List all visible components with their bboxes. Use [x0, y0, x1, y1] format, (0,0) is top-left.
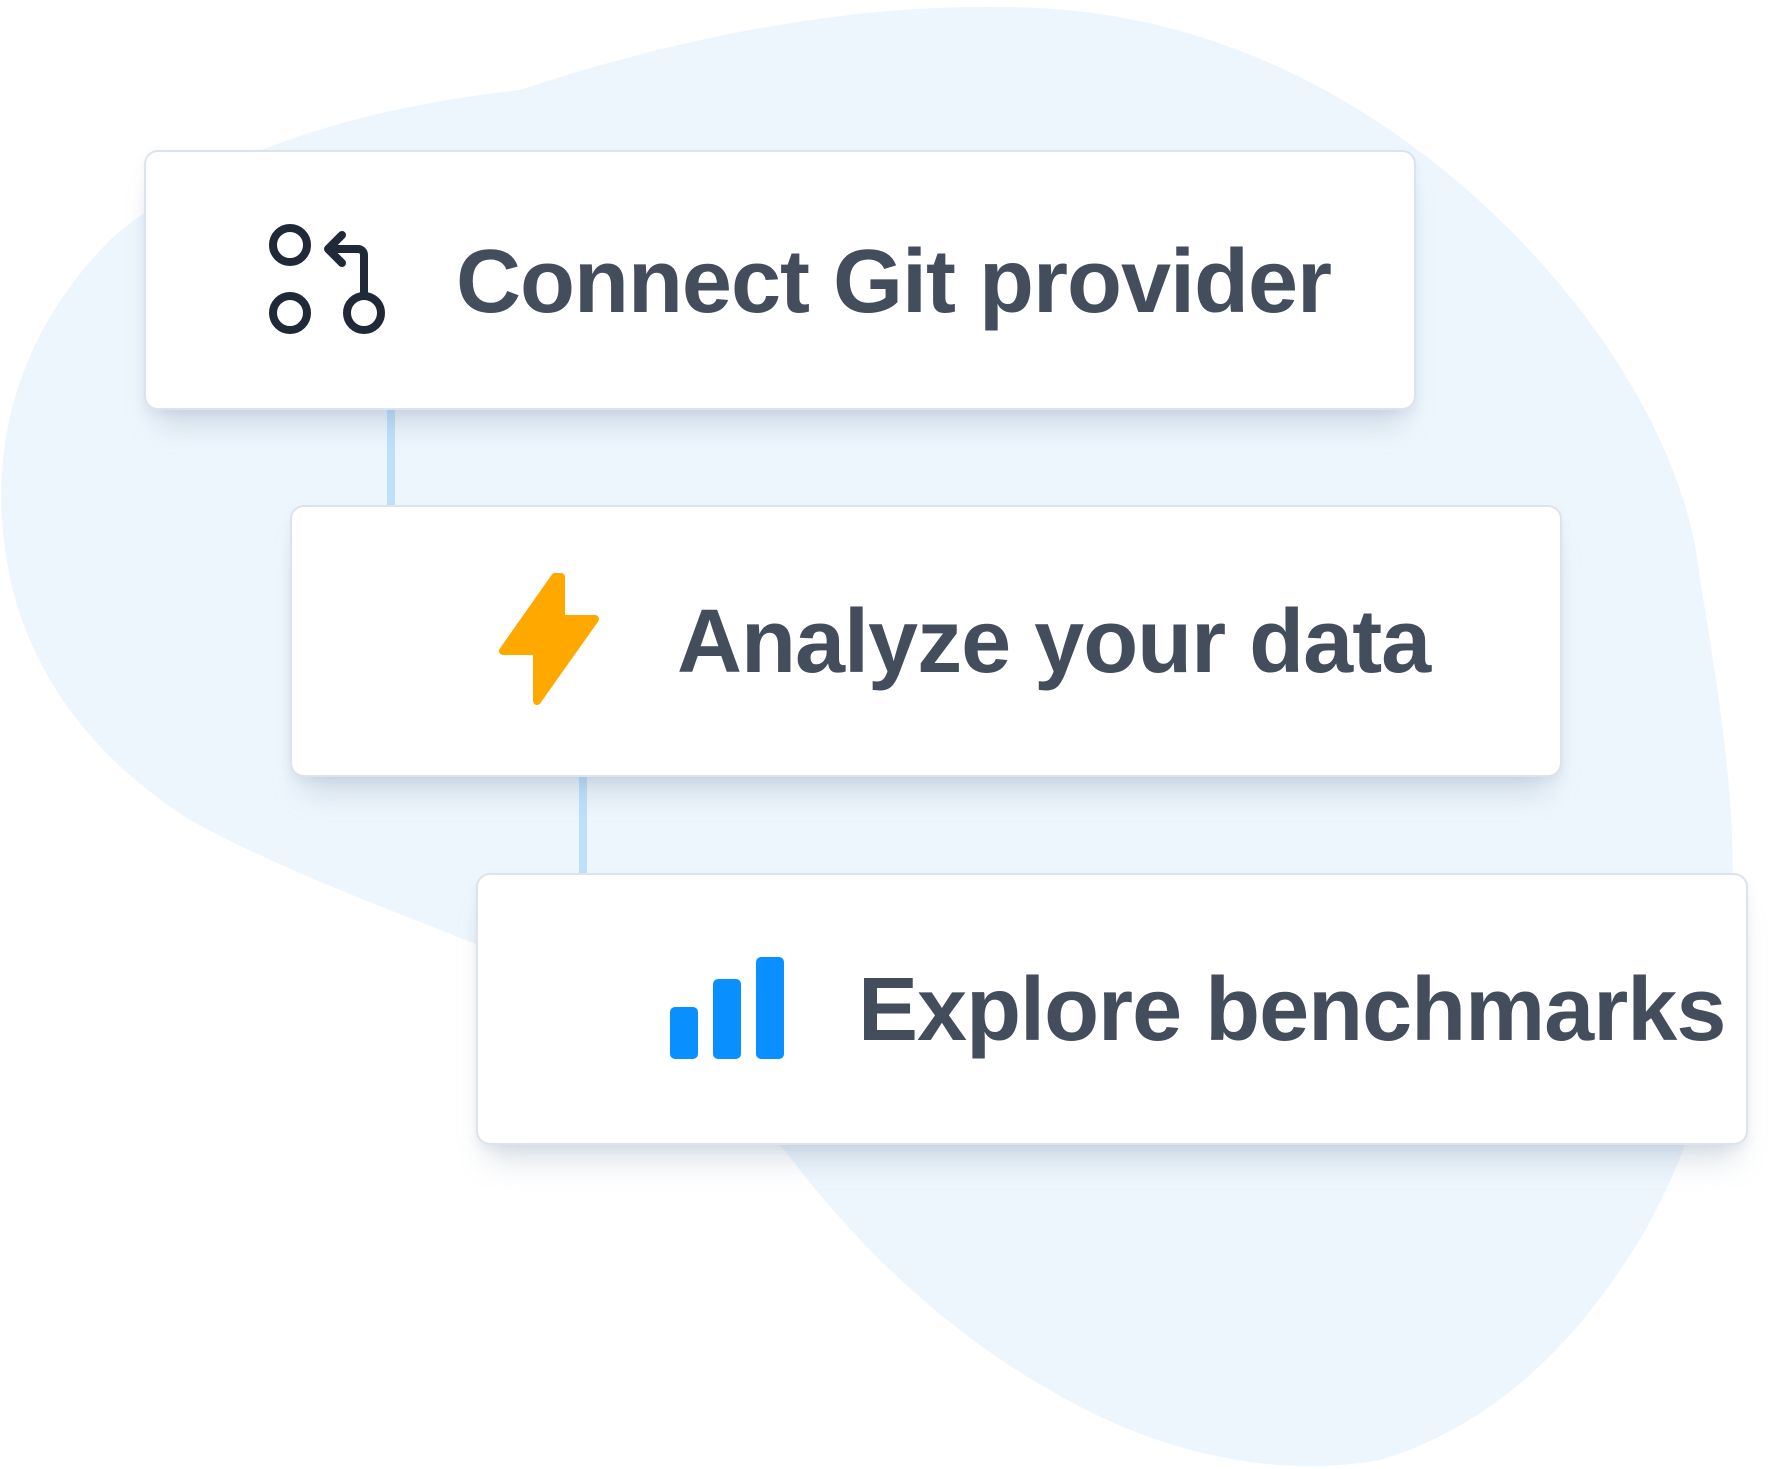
step-label-analyze-data: Analyze your data [677, 592, 1431, 692]
lightning-bolt-icon [497, 572, 601, 712]
bar-chart-icon [668, 955, 786, 1066]
git-pull-request-icon [268, 223, 390, 342]
step-card-analyze-data[interactable]: Analyze your data [290, 505, 1562, 777]
step-card-connect-git[interactable]: Connect Git provider [144, 150, 1416, 410]
step-label-connect-git: Connect Git provider [456, 232, 1332, 332]
step-card-explore-benchmarks[interactable]: Explore benchmarks [476, 873, 1748, 1145]
step-label-explore-benchmarks: Explore benchmarks [858, 960, 1726, 1060]
